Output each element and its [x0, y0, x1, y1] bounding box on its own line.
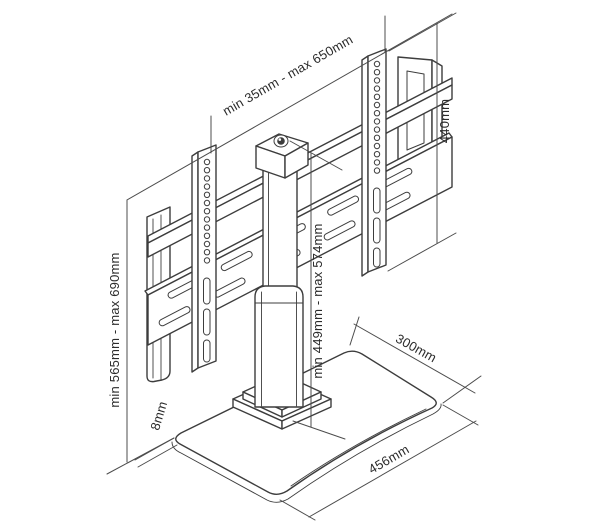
sleeve-body	[254, 285, 304, 408]
left-arm-front-face	[197, 144, 217, 369]
dimension-base-depth	[349, 316, 482, 404]
vesa-hole	[373, 118, 381, 125]
dimension-bracket-width	[126, 13, 453, 201]
vesa-hole	[203, 183, 211, 190]
extension-line	[289, 140, 343, 171]
dim-label-overall-height: min 565mm - max 690mm	[107, 252, 122, 407]
vesa-hole	[203, 208, 211, 215]
extension-line	[134, 437, 175, 461]
vesa-arm-left	[191, 144, 217, 373]
dim-label-base-depth: 300mm	[393, 331, 439, 366]
dimension-base-width	[279, 404, 479, 521]
vesa-hole	[373, 142, 381, 150]
left-arm-side-face	[191, 151, 199, 373]
vesa-hole	[373, 167, 381, 174]
right-arm-holes	[373, 60, 381, 174]
dimension-column-height	[289, 140, 346, 440]
base-edge-reflection	[290, 408, 427, 487]
vesa-hole	[203, 232, 211, 240]
vesa-hole	[203, 249, 211, 256]
vesa-hole	[373, 69, 381, 76]
vesa-hole	[203, 175, 211, 182]
vesa-hole	[203, 240, 211, 248]
extension-line	[442, 404, 479, 426]
vesa-hole	[203, 158, 211, 166]
vesa-slot	[373, 187, 381, 214]
extension-line	[349, 316, 360, 346]
vesa-hole	[373, 151, 381, 158]
dim-label-bracket-height: 440mm	[437, 99, 452, 143]
vesa-hole	[373, 85, 381, 92]
vesa-slot	[373, 247, 381, 268]
vesa-hole	[373, 126, 381, 133]
dim-label-base-thickness: 8mm	[147, 399, 170, 432]
dimension-base-thickness	[134, 437, 178, 468]
vesa-slot	[203, 277, 211, 305]
vesa-hole	[203, 167, 211, 174]
dimension-bracket-height	[387, 12, 457, 272]
vesa-arm-right	[361, 48, 387, 277]
vesa-slot	[203, 339, 211, 363]
extension-line	[279, 499, 316, 521]
glass-base	[171, 350, 442, 503]
right-arm-slots	[373, 187, 381, 268]
dim-line	[353, 323, 476, 394]
extension-line	[292, 420, 346, 440]
extension-line	[442, 375, 482, 404]
base-top-surface	[175, 350, 437, 495]
vesa-slot	[373, 217, 381, 244]
left-arm-slots	[203, 277, 211, 363]
vesa-hole	[203, 191, 211, 199]
dim-label-column-height: min 449mm - max 574mm	[310, 223, 325, 378]
vesa-hole	[373, 93, 381, 101]
column-sleeve	[254, 285, 304, 408]
vesa-hole	[373, 60, 381, 68]
extension-line	[137, 444, 178, 468]
left-arm-holes	[203, 158, 211, 264]
vesa-hole	[373, 110, 381, 117]
telescopic-column	[262, 154, 298, 303]
rail-slot	[220, 250, 253, 272]
vesa-hole	[373, 134, 381, 142]
vesa-hole	[373, 77, 381, 84]
vesa-hole	[203, 199, 211, 207]
dim-line	[308, 420, 477, 518]
screw-core	[277, 137, 285, 145]
right-arm-side-face	[361, 55, 369, 277]
extension-line	[388, 12, 457, 52]
rail-slot	[158, 306, 191, 327]
vesa-slot	[203, 308, 211, 336]
extension-line	[387, 232, 457, 272]
vesa-hole	[203, 224, 211, 231]
base-thickness-edge	[171, 403, 442, 503]
screw-glint	[278, 138, 282, 141]
vesa-hole	[203, 216, 211, 223]
locking-screw-icon	[273, 134, 289, 148]
vesa-hole	[203, 257, 211, 264]
vesa-hole	[373, 159, 381, 166]
dim-label-bracket-width: min 35mm - max 650mm	[220, 32, 355, 119]
dim-line	[126, 13, 453, 201]
rail-hook-bracket	[255, 133, 309, 179]
vesa-hole	[373, 101, 381, 109]
